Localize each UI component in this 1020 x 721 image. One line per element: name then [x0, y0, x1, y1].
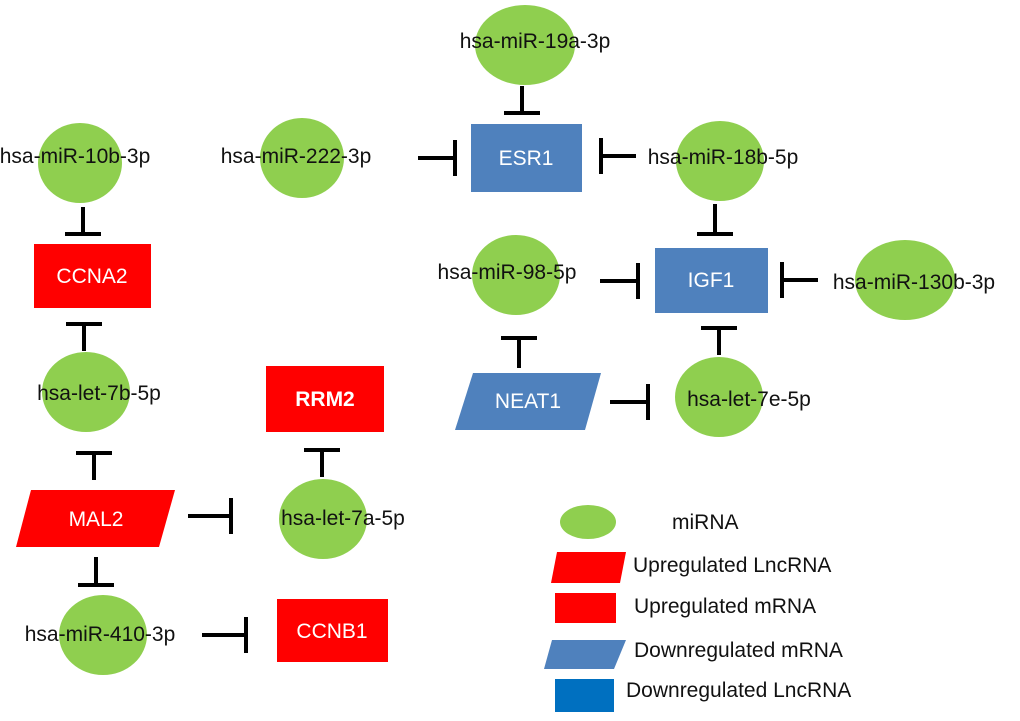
- inhibition-edges: [65, 86, 818, 653]
- upregulated-lncrna-parallelogram: [16, 490, 175, 547]
- mirna-node-m98: hsa-miR-98-5p: [438, 235, 577, 315]
- mirna-label: hsa-let-7e-5p: [687, 388, 811, 411]
- mirna-ellipse: [675, 357, 763, 437]
- mirna-ellipse: [260, 118, 344, 198]
- downregulated-mrna-box: [471, 124, 582, 192]
- mirna-label: hsa-miR-19a-3p: [460, 30, 611, 53]
- gene-label: CCNB1: [296, 620, 367, 643]
- gene-label: IGF1: [688, 269, 735, 292]
- legend-item-up-lnc: Upregulated LncRNA: [551, 552, 831, 583]
- legend-item-down-lnc: Downregulated LncRNA: [555, 679, 851, 712]
- mirna-node-m19a: hsa-miR-19a-3p: [460, 5, 611, 85]
- mirna-ellipse: [475, 5, 575, 85]
- lncrna-node-neat1: NEAT1: [455, 373, 601, 430]
- legend-label: miRNA: [672, 511, 739, 534]
- inhibition-edge: [202, 617, 248, 653]
- mirna-label: hsa-let-7b-5p: [37, 382, 161, 405]
- mirna-node-m18b: hsa-miR-18b-5p: [648, 121, 799, 201]
- downregulated-mrna-box: [655, 248, 768, 313]
- downregulated-lncrna-parallelogram: [455, 373, 601, 430]
- legend-up-lnc-swatch: [551, 552, 626, 583]
- gene-node-ccnb1: CCNB1: [277, 599, 388, 662]
- legend-down-lnc-swatch: [555, 679, 614, 712]
- legend-label: Upregulated LncRNA: [633, 554, 831, 577]
- mirna-ellipse: [676, 121, 764, 201]
- legend-down-mrna-swatch: [544, 640, 626, 669]
- mirna-label: hsa-miR-410-3p: [25, 623, 176, 646]
- gene-label: MAL2: [69, 508, 124, 531]
- inhibition-edge: [66, 322, 102, 351]
- inhibition-edge: [697, 204, 733, 236]
- inhibition-edge: [504, 86, 540, 115]
- legend-item-down-mrna: Downregulated mRNA: [544, 639, 843, 669]
- mirna-ellipse: [855, 240, 955, 320]
- gene-label: NEAT1: [495, 390, 561, 413]
- lncrna-node-mal2: MAL2: [16, 490, 175, 547]
- mirna-node-m222: hsa-miR-222-3p: [221, 118, 372, 198]
- upregulated-mrna-box: [277, 599, 388, 662]
- legend-mirna-swatch: [560, 505, 616, 539]
- inhibition-edge: [701, 326, 737, 355]
- legend-label: Downregulated LncRNA: [626, 679, 851, 702]
- mirna-node-let7e: hsa-let-7e-5p: [675, 357, 811, 437]
- gene-node-ccna2: CCNA2: [34, 244, 151, 308]
- mirna-label: hsa-let-7a-5p: [281, 507, 405, 530]
- upregulated-mrna-box: [266, 366, 384, 432]
- mirna-ellipse: [59, 595, 147, 675]
- legend-label: Downregulated mRNA: [634, 639, 843, 662]
- gene-node-igf1: IGF1: [655, 248, 768, 313]
- inhibition-edge: [65, 207, 101, 236]
- mirna-node-m10b: hsa-miR-10b-3p: [0, 123, 150, 203]
- legend-up-mrna-swatch: [555, 593, 616, 623]
- legend-item-mirna: miRNA: [560, 505, 739, 539]
- mirna-ellipse: [38, 123, 122, 203]
- mirna-label: hsa-miR-10b-3p: [0, 145, 150, 168]
- gene-node-rrm2: RRM2: [266, 366, 384, 432]
- inhibition-edge: [304, 448, 340, 477]
- inhibition-edge: [501, 336, 537, 368]
- gene-label: CCNA2: [56, 265, 127, 288]
- mirna-label: hsa-miR-98-5p: [438, 261, 577, 284]
- gene-label: ESR1: [499, 147, 554, 170]
- legend-label: Upregulated mRNA: [634, 595, 816, 618]
- inhibition-edge: [610, 384, 650, 420]
- inhibition-edge: [188, 498, 233, 534]
- mirna-node-let7b: hsa-let-7b-5p: [37, 352, 161, 432]
- mirna-node-m130b: hsa-miR-130b-3p: [833, 240, 995, 320]
- mirna-label: hsa-miR-130b-3p: [833, 271, 995, 294]
- mirna-ellipse: [42, 352, 130, 432]
- gene-node-esr1: ESR1: [471, 124, 582, 192]
- inhibition-edge: [599, 138, 636, 174]
- legend-item-up-mrna: Upregulated mRNA: [555, 593, 816, 623]
- mirna-node-let7a: hsa-let-7a-5p: [279, 479, 405, 559]
- mirna-node-m410: hsa-miR-410-3p: [25, 595, 176, 675]
- mirna-label: hsa-miR-222-3p: [221, 145, 372, 168]
- mirna-ellipse: [472, 235, 560, 315]
- upregulated-mrna-box: [34, 244, 151, 308]
- mirna-ellipse: [279, 479, 367, 559]
- inhibition-edge: [418, 140, 457, 176]
- inhibition-edge: [780, 262, 818, 298]
- legend: miRNA Upregulated LncRNA Upregulated mRN…: [544, 505, 851, 712]
- inhibition-edge: [76, 451, 112, 480]
- gene-label: RRM2: [295, 388, 355, 411]
- inhibition-edge: [600, 263, 640, 299]
- mirna-label: hsa-miR-18b-5p: [648, 146, 799, 169]
- inhibition-edge: [78, 557, 114, 587]
